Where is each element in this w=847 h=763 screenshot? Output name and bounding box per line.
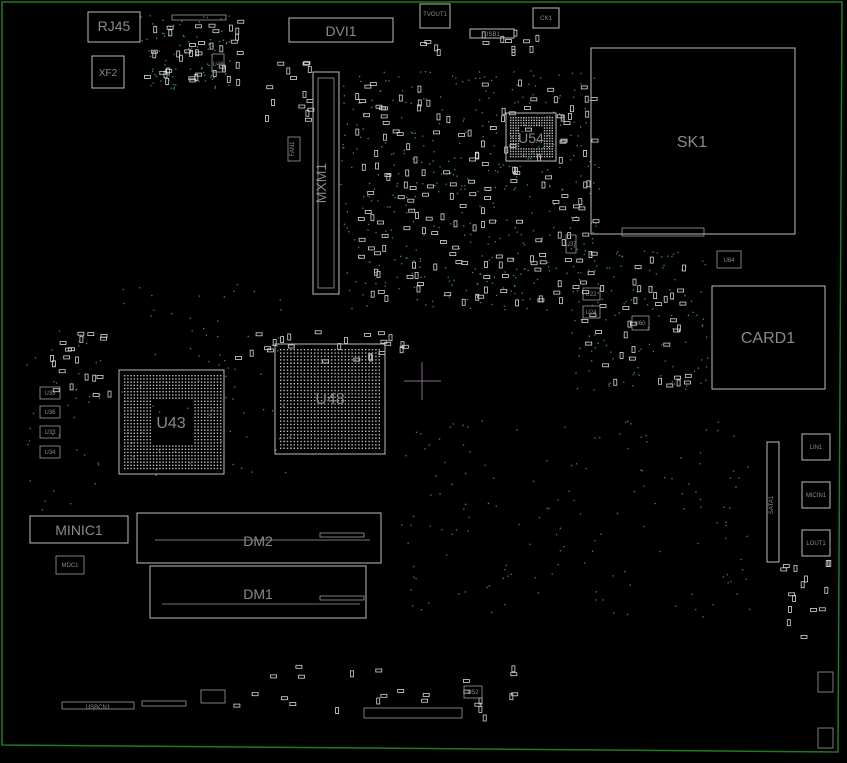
u35-chip[interactable]: U35 <box>39 386 61 400</box>
u46-label: U46 <box>212 62 224 68</box>
u24-label: U24 <box>585 310 597 316</box>
u43-label: U43 <box>156 415 185 432</box>
mxm1-slot[interactable]: MXM1 <box>312 71 340 295</box>
tvout1-label: TVOUT1 <box>423 12 447 18</box>
u64-chip[interactable]: U64 <box>716 250 742 269</box>
usbcn1-connector[interactable]: USBCN1 <box>61 701 135 711</box>
mxm1-label: MXM1 <box>313 163 329 204</box>
card1-label: CARD1 <box>741 330 795 347</box>
dvi1-label: DVI1 <box>325 23 356 39</box>
right-edge-part-b <box>817 727 834 749</box>
lin1-jack[interactable]: LIN1 <box>801 433 831 461</box>
u60-chip[interactable]: U60 <box>631 315 650 331</box>
u36-chip[interactable]: U36 <box>39 405 61 419</box>
u48-bga-chip[interactable]: U48 <box>274 343 386 455</box>
bottom-part-square <box>200 689 226 704</box>
sk1-label: SK1 <box>677 134 707 151</box>
rj45-label: RJ45 <box>98 18 131 34</box>
smd-parts-layer <box>50 19 832 722</box>
u37-chip[interactable]: U37 <box>565 234 577 254</box>
dm1-memory-slot[interactable]: DM1 <box>149 565 367 619</box>
bottom-header-b <box>363 707 463 719</box>
top-header-strip <box>171 14 227 21</box>
lin1-label: LIN1 <box>810 445 823 451</box>
card1-reader[interactable]: CARD1 <box>711 285 826 390</box>
mdc1-label: MDC1 <box>61 563 79 569</box>
u60-label: U60 <box>634 321 646 327</box>
lout1-jack[interactable]: LOUT1 <box>801 529 831 557</box>
u52-chip[interactable]: U52 <box>463 685 483 699</box>
micin1-jack[interactable]: MICIN1 <box>801 481 831 509</box>
minic1-label: MINIC1 <box>55 522 103 538</box>
u35-label: U35 <box>44 391 56 397</box>
u34-chip[interactable]: U34 <box>39 445 61 459</box>
board-outline <box>1 1 843 753</box>
dm1-label: DM1 <box>243 586 273 602</box>
tvout1-connector[interactable]: TVOUT1 <box>419 3 451 29</box>
minic1-slot[interactable]: MINIC1 <box>29 515 129 544</box>
u52-label: U52 <box>467 690 479 696</box>
dm2-memory-slot[interactable]: DM2 <box>136 512 382 564</box>
u33-label: U33 <box>44 430 56 436</box>
sk1-socket[interactable]: SK1 <box>590 47 796 237</box>
sata1-label: SATA1 <box>769 495 775 514</box>
usb1-connector[interactable]: USB1 <box>469 28 515 39</box>
lout1-label: LOUT1 <box>806 541 826 547</box>
rj45-connector[interactable]: RJ45 <box>87 11 141 43</box>
u24-chip[interactable]: U24 <box>582 305 601 319</box>
dm2-label: DM2 <box>243 533 273 549</box>
u48-label: U48 <box>315 391 344 408</box>
u43-bga-chip[interactable]: U43 <box>118 369 225 475</box>
u22-label: U22 <box>585 292 597 298</box>
bottom-header-a <box>141 700 187 707</box>
origin-crosshair <box>404 362 441 400</box>
fan1-header[interactable]: FAN1 <box>287 136 301 162</box>
micin1-label: MICIN1 <box>806 493 827 499</box>
dvi1-connector[interactable]: DVI1 <box>288 17 394 43</box>
usbcn1-label: USBCN1 <box>86 705 111 711</box>
u54-label: U54 <box>518 130 544 146</box>
ck1-crystal[interactable]: CK1 <box>532 7 560 29</box>
u34-label: U34 <box>44 450 56 456</box>
u46-chip[interactable]: U46 <box>211 53 225 73</box>
fan1-label: FAN1 <box>290 141 296 157</box>
u37-label: U37 <box>565 242 577 248</box>
right-edge-part-a <box>817 671 834 693</box>
xf2-transformer[interactable]: XF2 <box>91 55 125 89</box>
ck1-label: CK1 <box>540 16 552 22</box>
xf2-label: XF2 <box>99 68 118 79</box>
sata1-connector[interactable]: SATA1 <box>766 441 780 563</box>
u64-label: U64 <box>723 258 735 264</box>
u33-chip[interactable]: U33 <box>39 425 61 439</box>
usb1-label: USB1 <box>484 32 500 38</box>
u36-label: U36 <box>44 410 56 416</box>
u22-chip[interactable]: U22 <box>582 287 601 301</box>
u54-bga-chip[interactable]: U54 <box>505 112 557 162</box>
mdc1-connector[interactable]: MDC1 <box>55 555 85 575</box>
